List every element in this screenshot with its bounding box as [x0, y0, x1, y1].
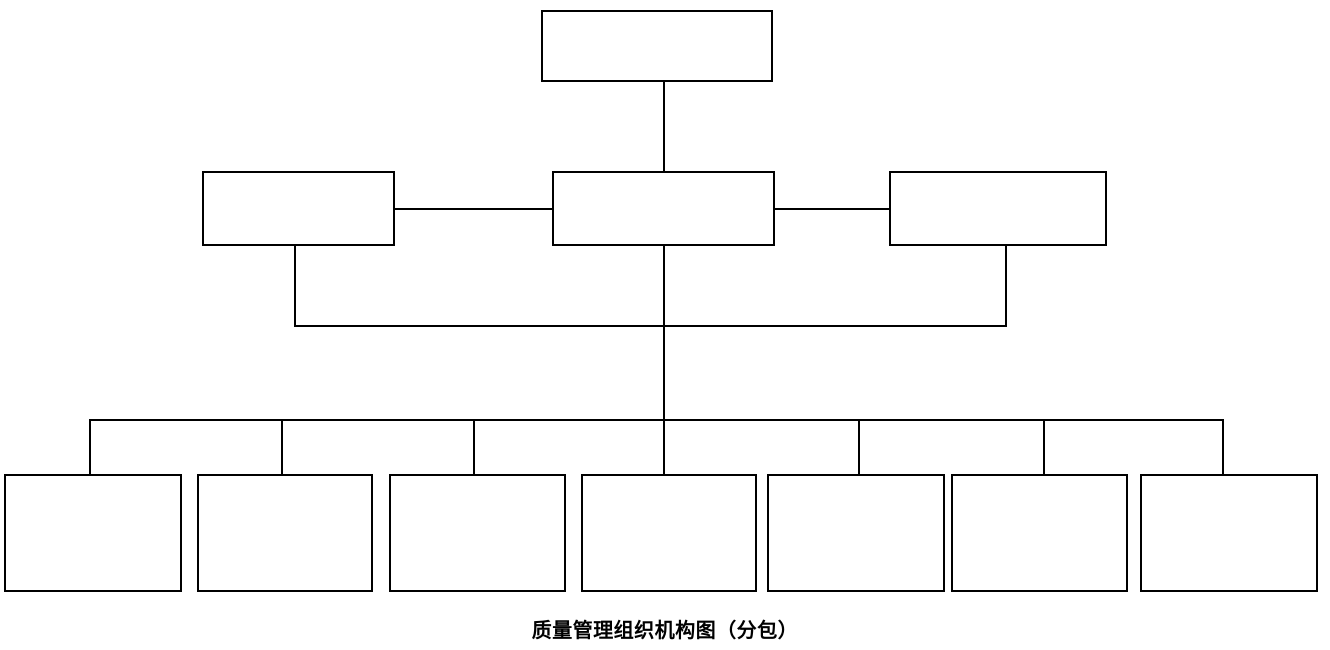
chart-caption: 质量管理组织机构图（分包） — [531, 620, 799, 642]
connector-leaf-6-drop — [1043, 419, 1045, 476]
node-box-leaf-4[interactable] — [581, 474, 757, 592]
node-box-leaf-3[interactable] — [389, 474, 566, 592]
node-box-mid-right[interactable] — [889, 171, 1107, 246]
node-box-leaf-5[interactable] — [767, 474, 945, 592]
connector-left-drop — [294, 246, 296, 327]
connector-center-to-left — [395, 208, 552, 210]
connector-center-to-right — [775, 208, 889, 210]
connector-leaf-5-drop — [858, 419, 860, 476]
node-box-leaf-7[interactable] — [1140, 474, 1318, 592]
connector-leaf-2-drop — [281, 419, 283, 476]
connector-leaf-3-drop — [473, 419, 475, 476]
node-box-top[interactable] — [541, 10, 773, 82]
node-box-leaf-1[interactable] — [4, 474, 182, 592]
connector-leaf-7-drop — [1222, 419, 1224, 476]
connector-top-to-center — [663, 82, 665, 171]
node-box-mid-center[interactable] — [552, 171, 775, 246]
node-box-leaf-6[interactable] — [951, 474, 1128, 592]
connector-staff-bar — [294, 325, 1007, 327]
node-box-mid-left[interactable] — [202, 171, 395, 246]
node-box-leaf-2[interactable] — [197, 474, 373, 592]
connector-center-trunk — [663, 246, 665, 476]
connector-right-drop — [1005, 246, 1007, 327]
connector-leaf-1-drop — [89, 419, 91, 476]
connector-leaf-bus — [89, 419, 1224, 421]
